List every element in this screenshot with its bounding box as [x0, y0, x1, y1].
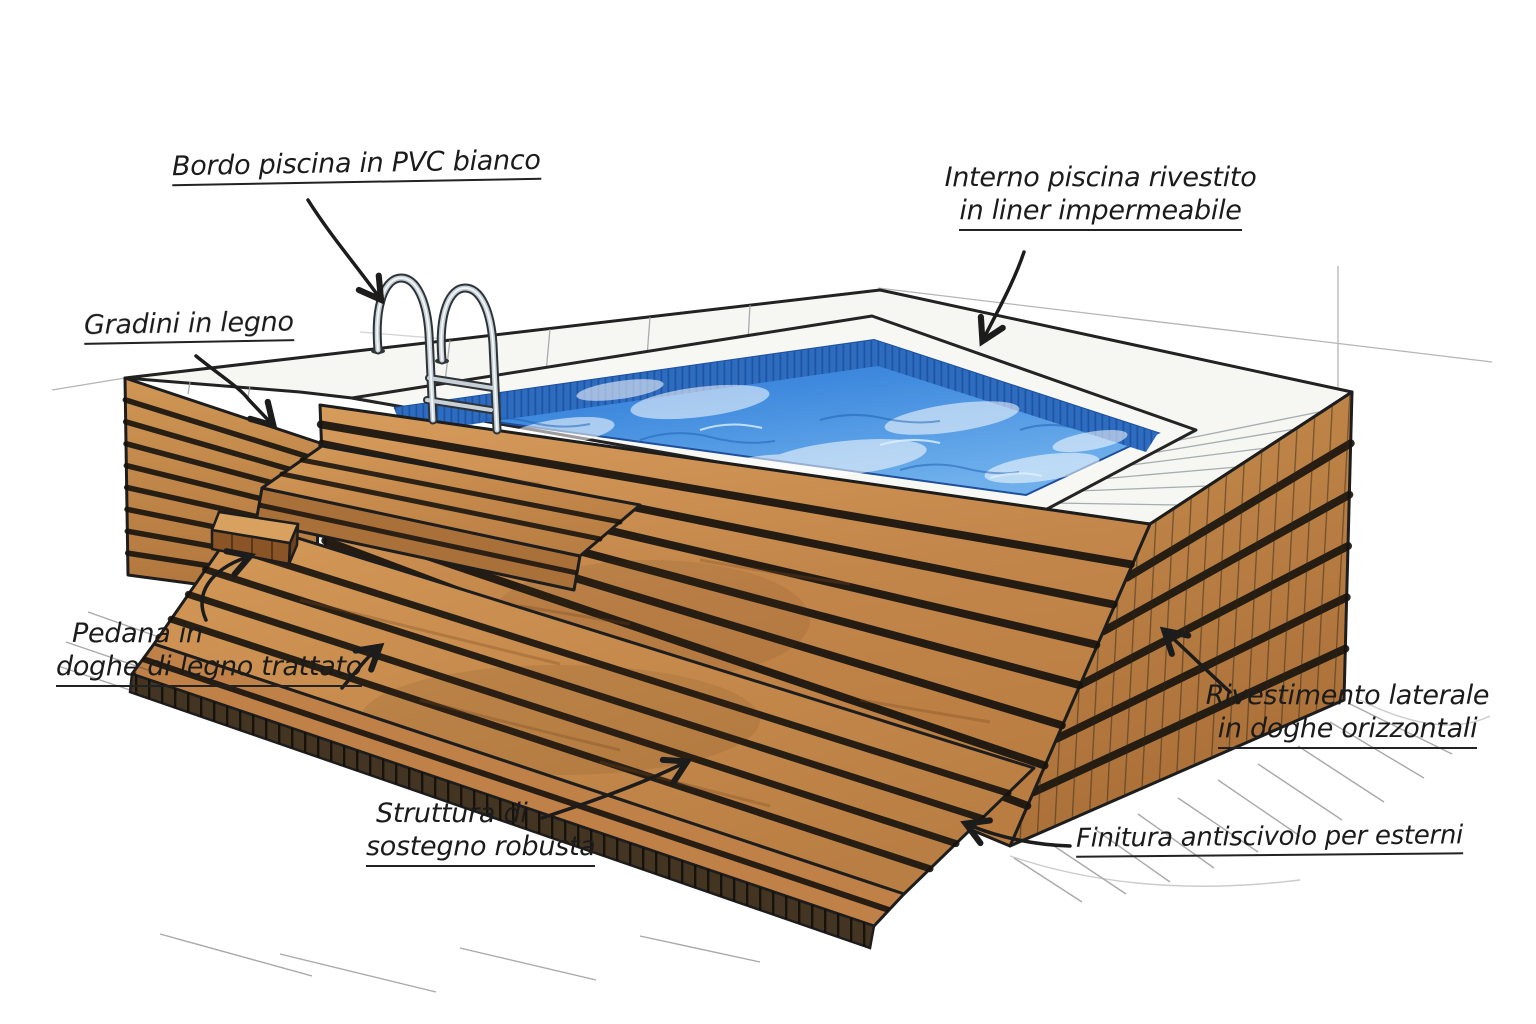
- pool: [350, 314, 1198, 519]
- arrow-finitura: [960, 817, 1072, 848]
- label-bordo-piscina: Bordo piscina in PVC bianco: [171, 143, 541, 187]
- label-struttura: Struttura di sostegno robusta: [366, 797, 596, 867]
- label-pedana-line2: doghe di legno trattato: [56, 650, 362, 687]
- water-ripples: [469, 414, 1076, 475]
- label-struttura-line1: Struttura di: [376, 798, 528, 829]
- label-rivestimento-line1: Rivestimento laterale: [1205, 680, 1490, 711]
- label-interno-piscina: Interno piscina rivestito in liner imper…: [928, 161, 1273, 231]
- label-finitura-text: Finitura antiscivolo per esterni: [1075, 819, 1464, 858]
- arrow-gradini: [194, 354, 278, 430]
- ground-hatching: [57, 611, 1491, 993]
- label-gradini: Gradini in legno: [83, 305, 294, 346]
- side-cladding-right: [1008, 390, 1355, 848]
- arrow-rivestimento: [1159, 626, 1232, 694]
- deck-platform: [128, 518, 1036, 950]
- arrow-pedana-deck: [340, 642, 385, 690]
- arrow-interno-piscina: [977, 250, 1026, 347]
- arrow-struttura: [540, 756, 693, 820]
- label-gradini-text: Gradini in legno: [83, 305, 294, 346]
- arrow-pedana-box: [200, 548, 257, 622]
- label-interno-piscina-line1: Interno piscina rivestito: [944, 162, 1257, 193]
- label-bordo-piscina-text: Bordo piscina in PVC bianco: [171, 143, 541, 187]
- pool-ladder: [371, 273, 502, 435]
- annotation-arrows: [194, 198, 1232, 848]
- arrow-bordo-piscina: [306, 198, 385, 305]
- label-struttura-line2: sostegno robusta: [366, 830, 596, 867]
- label-pedana: Pedana in doghe di legno trattato: [56, 617, 362, 687]
- label-rivestimento: Rivestimento laterale in doghe orizzonta…: [1205, 679, 1490, 749]
- box-step: [210, 510, 300, 566]
- label-interno-piscina-line2: in liner impermeabile: [959, 194, 1242, 231]
- step-platform-mid: [254, 444, 642, 592]
- label-finitura: Finitura antiscivolo per esterni: [1075, 819, 1464, 858]
- label-pedana-line1: Pedana in: [72, 618, 203, 649]
- label-rivestimento-line2: in doghe orizzontali: [1217, 712, 1478, 749]
